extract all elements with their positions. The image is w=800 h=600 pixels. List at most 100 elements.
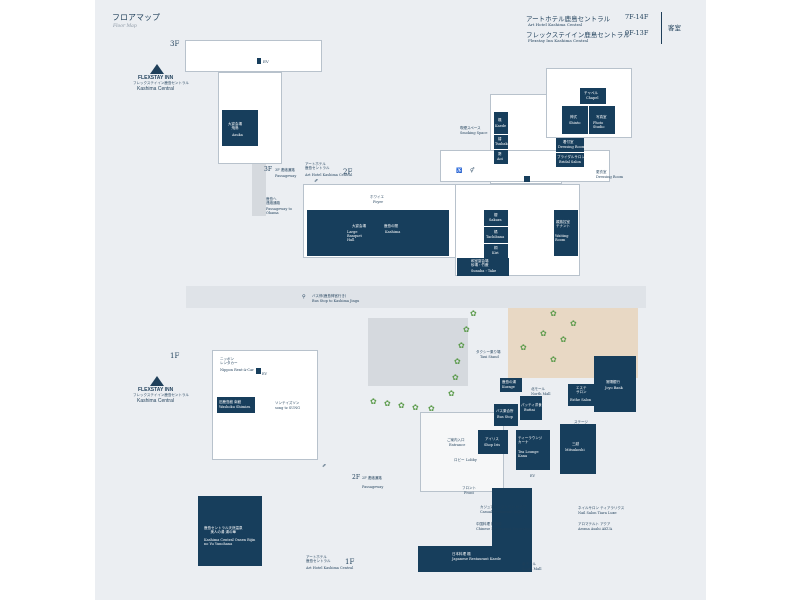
aoi-room: 葵 Aoi <box>494 150 508 164</box>
tree-icon: ✿ <box>560 335 567 344</box>
hotel2-floors: 9F-13F <box>625 29 649 37</box>
casual-restaurant-label-en: Casual Restaurant Sepia <box>480 510 524 514</box>
ev-1f-left-marker <box>256 368 261 374</box>
art-hotel-1f-label: アートホテル 鹿島セントラル <box>306 555 331 563</box>
foyer-label: ホワイエ <box>370 195 384 199</box>
passage-2f-label: 2F 連絡通路 <box>362 476 382 480</box>
chinese-restaurant-label-en: Chinese Restaurant Tougenkyo <box>476 527 532 531</box>
tree-icon: ✿ <box>454 357 461 366</box>
ev-2f-marker <box>524 176 530 182</box>
onsen-building: 鹿島セントラル天然温泉 美人の湯 湯の華 Kashima Central Ons… <box>198 496 262 566</box>
hotel1-floors: 7F-14F <box>625 13 649 21</box>
ev-1f-right: EV <box>530 474 536 478</box>
bus-stop-icon: ⚲ <box>302 294 306 300</box>
passage-3f-floor: 3F <box>264 166 272 173</box>
hotel1-name: アートホテル鹿島セントラル <box>526 15 611 23</box>
bus-stop-label-en: Bus Stop to Kashima Jingu <box>312 299 360 303</box>
tree-icon: ✿ <box>428 404 435 413</box>
passage-3f-corridor <box>252 164 266 216</box>
taxi-stand-label-en: Taxi Stand <box>480 355 499 359</box>
restroom-icon: ♿ <box>456 168 463 174</box>
header-divider <box>661 12 662 44</box>
passage-to-label: 鹿島へ 連絡通路 <box>266 197 280 205</box>
flexstay-logo-icon <box>150 64 164 74</box>
passage-3f-label: 3F 連絡通路 <box>275 168 295 172</box>
aroma-label-en: Aroma Asahi AKUA <box>578 527 613 531</box>
kaede-room: 楓 Kaede <box>494 112 508 134</box>
washoku-restaurant: 旧鹿島館 南館 Washoku Shimizu <box>217 397 255 413</box>
bridal-salon: ブライダルサロン Bridal Salon <box>556 153 585 167</box>
flexstay-logo-sub-2: Kashima Central <box>137 398 174 404</box>
japanese-banquet-room: 和室宴会場 砂場・竹藪 Sunaba・Take <box>457 258 509 276</box>
rent-a-car-label: ニッポン レンタカー <box>220 357 238 365</box>
entrance-label: ご案内入口 <box>447 438 465 442</box>
road-band <box>186 286 646 308</box>
guest-rooms-label: 客室 <box>668 24 681 32</box>
floor-3f-label: 3F <box>170 40 180 48</box>
passage-3f-label-en: Passageway <box>275 174 297 178</box>
chapel: チャペル Chapel <box>580 88 606 104</box>
hotel1-name-en: Art Hotel Kashima Central <box>528 22 583 27</box>
tree-icon: ✿ <box>384 399 391 408</box>
photo-studio: 写真室 Photo Studio <box>589 106 615 134</box>
taxi-stand-label: タクシー乗り場 <box>476 350 501 354</box>
floor-1f-b-label: 1F <box>345 558 355 566</box>
kurage-shop: 鹿島の湯 Kurage <box>500 378 522 392</box>
tree-icon: ✿ <box>550 355 557 364</box>
sung-label: ソンテイズソン <box>275 401 300 405</box>
tree-icon: ✿ <box>550 309 557 318</box>
tree-icon: ✿ <box>520 343 527 352</box>
ev-3f-marker <box>257 58 261 64</box>
tsubaki-room: 椿 Tsubaki <box>494 135 509 149</box>
south-mall-label-en: South Mall <box>522 567 542 571</box>
ev-3f: EV <box>263 59 269 64</box>
flexstay-logo-name: FLEXSTAY INN <box>138 75 174 81</box>
flexstay-logo-jp-2: フレックステイイン鹿島セントラル <box>133 393 189 397</box>
bus-stop-label: バス停(鹿島神宮行き) <box>312 294 347 298</box>
tree-icon: ✿ <box>463 325 470 334</box>
art-hotel-1f-label-en: Art Hotel Kashima Central <box>306 566 354 570</box>
sung-label-en: song tz SUNG <box>275 406 301 410</box>
south-block <box>492 488 532 572</box>
kiri-room: 桐 Kiri <box>484 244 508 258</box>
tachibana-room: 橘 Tachibana <box>484 227 508 243</box>
japanese-restaurant: 日本料理 楓 Japanese Restaurant Kaede <box>418 546 501 572</box>
nail-salon-label-en: Nail Salon Tiara Luxe <box>578 511 617 515</box>
tree-icon: ✿ <box>458 341 465 350</box>
tree-icon: ✿ <box>448 389 455 398</box>
dressing-room-2-label-en: Dressing Room <box>596 175 624 179</box>
waiting-room: 親族控室 テナント Waiting Room <box>554 210 578 256</box>
bus-counter: バス乗合所 Bus Stop <box>494 404 518 426</box>
hotel2-name: フレックステイイン鹿島セントラル <box>526 31 630 39</box>
tree-icon: ✿ <box>370 397 377 406</box>
large-banquet-hall: 大宴会場 Large Banquet Hall 鹿島の間 Kashima <box>307 210 409 256</box>
smoking-space-label-en: Smoking Space <box>460 131 488 135</box>
nail-salon-label: ネイルサロン ティアラリクス <box>578 506 625 510</box>
flexstay-logo-icon-2 <box>150 376 164 386</box>
flexstay-3f-building <box>185 40 322 72</box>
tree-icon: ✿ <box>540 329 547 338</box>
casual-restaurant-label: カジュアルレストラン セピア <box>480 505 527 509</box>
floor-1f-label: 1F <box>170 352 180 360</box>
tree-icon: ✿ <box>412 403 419 412</box>
north-mall-label-en: North Mall <box>531 392 551 396</box>
smoking-space-label: 喫煙スペース <box>460 126 481 130</box>
joyo-bank: 常陽銀行 Joyo Bank <box>594 356 636 412</box>
lobby-label: ロビー <box>454 458 465 462</box>
escalator-icon: ⇗ <box>314 178 319 184</box>
tree-icon: ✿ <box>452 373 459 382</box>
art-hotel-2f-label-en: Art Hotel Kashima Central <box>305 173 353 177</box>
escalator-icon: ⇗ <box>322 463 327 469</box>
tree-icon: ✿ <box>470 309 477 318</box>
hotel2-name-en: Flexstay Inn Kashima Central <box>528 38 589 43</box>
floor-2f-label: 2F <box>343 168 353 176</box>
hall-annex <box>409 210 449 256</box>
sakura-room: 櫻 Sakura <box>484 210 508 226</box>
central-grey-block <box>368 318 468 386</box>
mitsukoshi: 三越 Mitsukoshi <box>560 424 596 474</box>
flexstay-logo-jp: フレックステイイン鹿島セントラル <box>133 81 189 85</box>
front-label: フロント <box>462 486 476 490</box>
stage-label: ステージ <box>574 420 588 424</box>
passage-to-label-en: Passageway to Ohama <box>266 207 292 215</box>
tree-icon: ✿ <box>570 319 577 328</box>
